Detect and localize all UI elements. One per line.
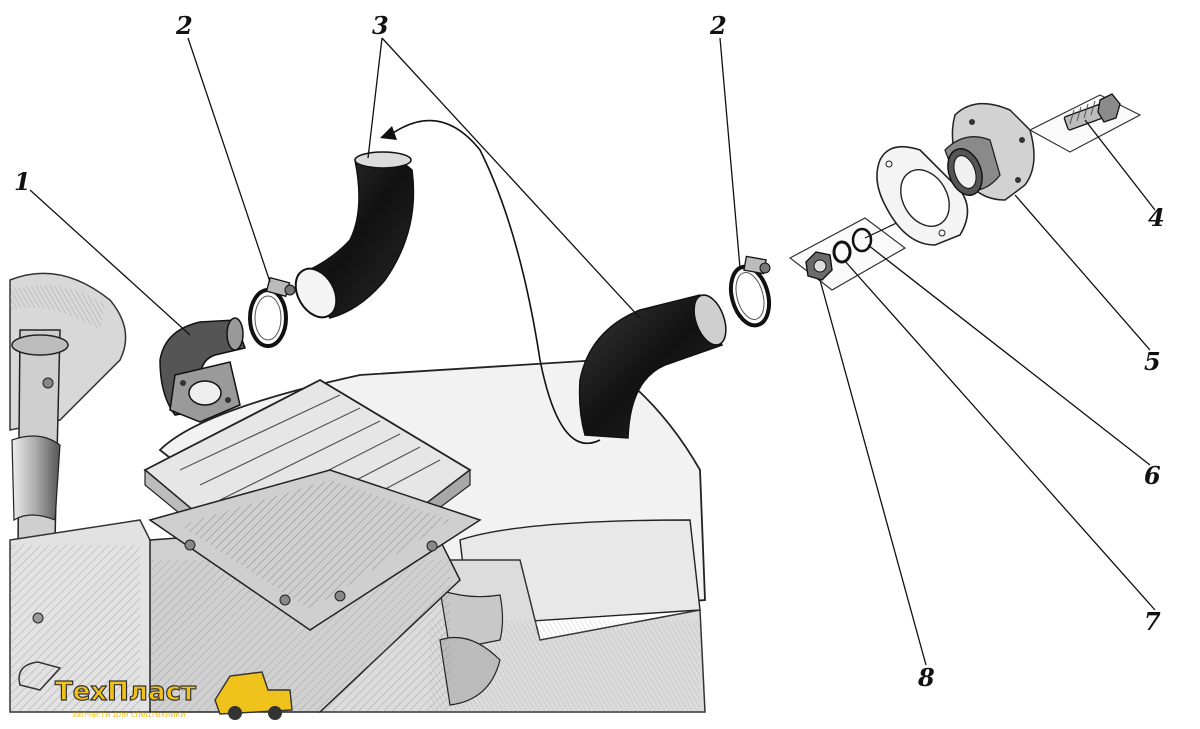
callout-2-right: 2 bbox=[710, 11, 727, 40]
bolt bbox=[1028, 93, 1142, 153]
connection-arrow bbox=[380, 119, 601, 445]
callout-2-left: 2 bbox=[176, 11, 193, 40]
logo-brand-text: ТехПласт bbox=[55, 677, 196, 707]
callout-4: 4 bbox=[1148, 203, 1165, 232]
callout-8: 8 bbox=[918, 663, 935, 692]
callout-1: 1 bbox=[14, 167, 31, 196]
leader-lines bbox=[29, 37, 1156, 666]
elbow-pipe bbox=[159, 317, 246, 423]
hose-upper bbox=[294, 151, 415, 319]
hose-clamp-right bbox=[728, 255, 772, 328]
hose-clamp-left bbox=[248, 276, 296, 348]
callout-7: 7 bbox=[1144, 607, 1161, 636]
callout-6: 6 bbox=[1144, 461, 1161, 490]
fastener-set bbox=[788, 199, 946, 291]
air-filter-housing bbox=[143, 378, 482, 631]
flange-pipe bbox=[944, 102, 1035, 201]
gasket bbox=[876, 145, 969, 246]
hose-lower bbox=[578, 294, 727, 439]
callout-3: 3 bbox=[372, 11, 389, 40]
callout-5: 5 bbox=[1144, 347, 1161, 376]
logo-tagline: запчасти для спецтехники bbox=[72, 710, 186, 719]
brand-logo: ТехПласт запчасти для спецтехники bbox=[18, 661, 293, 720]
